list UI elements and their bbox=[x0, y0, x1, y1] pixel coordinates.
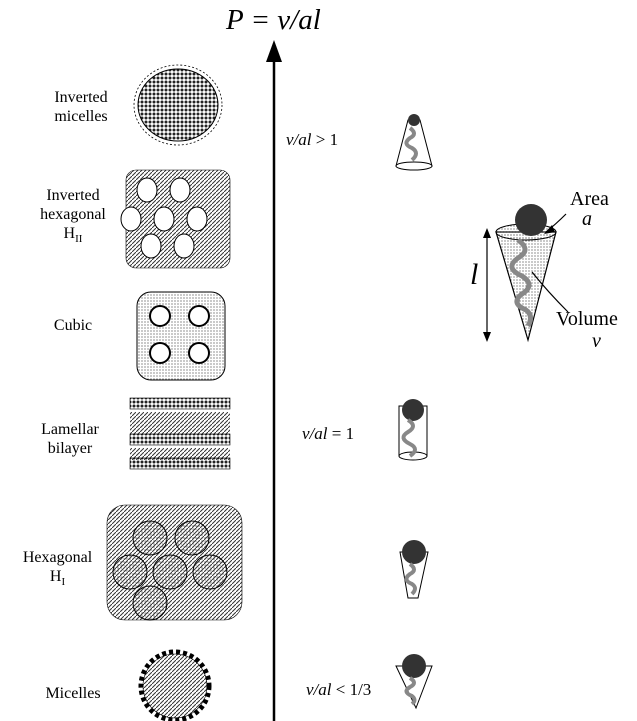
micelles-structure bbox=[141, 652, 209, 720]
condition-less-than-third: v/al < 1/3 bbox=[306, 680, 371, 700]
cylinder-shape bbox=[399, 399, 427, 460]
area-symbol: a bbox=[582, 208, 592, 231]
condition-equal-one: v/al = 1 bbox=[302, 424, 354, 444]
lamellar-bilayer-structure bbox=[130, 398, 230, 469]
length-symbol: l bbox=[470, 258, 478, 292]
inverted-cone-shape bbox=[396, 114, 432, 170]
volume-symbol: v bbox=[592, 330, 601, 353]
phase-label-hexagonal: Hexagonal HI bbox=[0, 548, 115, 592]
inverted-micelles-structure bbox=[134, 65, 222, 145]
reference-cone bbox=[496, 204, 556, 340]
axis-arrowhead bbox=[266, 40, 282, 62]
volume-label: Volume bbox=[556, 308, 618, 331]
condition-greater-than-one: v/al > 1 bbox=[286, 130, 338, 150]
cone-shape bbox=[396, 654, 432, 708]
inverted-hexagonal-structure bbox=[121, 170, 230, 268]
hexagonal-structure bbox=[107, 505, 242, 620]
cubic-structure bbox=[137, 292, 225, 380]
phase-label-cubic: Cubic bbox=[18, 316, 128, 335]
phase-label-micelles: Micelles bbox=[18, 684, 128, 703]
length-arrow bbox=[483, 228, 491, 342]
truncated-cone-shape bbox=[400, 540, 428, 598]
